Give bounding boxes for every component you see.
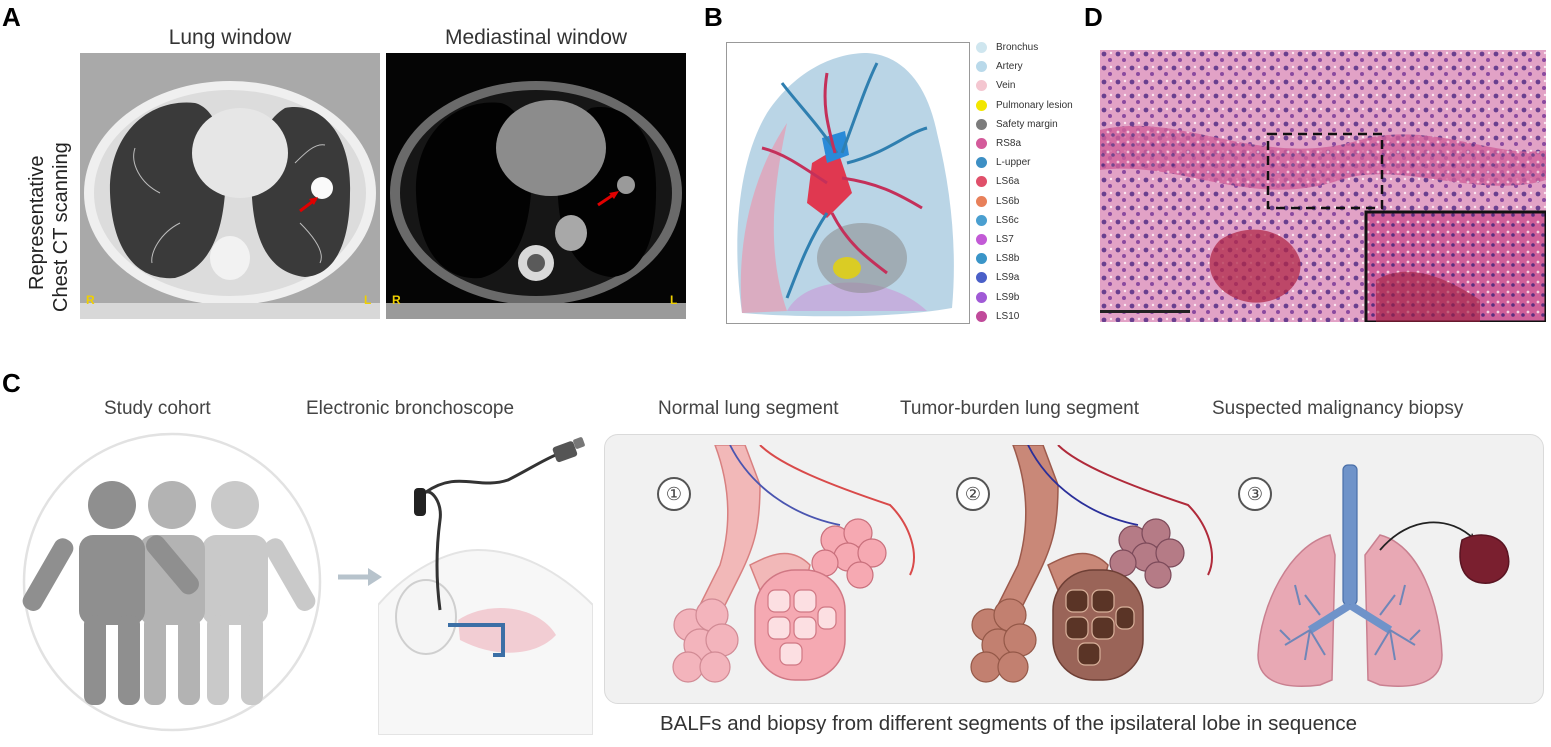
ct-side-label-line1: Representative	[26, 155, 48, 290]
legend-item: LS8b	[976, 249, 1086, 268]
legend-label: Pulmonary lesion	[996, 99, 1073, 111]
legend-item: Artery	[976, 57, 1086, 76]
legend-label: Artery	[996, 61, 1023, 73]
legend-item: L-upper	[976, 153, 1086, 172]
ct-side-label: Representative Chest CT scanning	[12, 100, 72, 312]
legend-item: LS10	[976, 307, 1086, 326]
lung-window-l-marker: L	[364, 293, 372, 307]
lung-window-ct-image: R L	[80, 53, 380, 319]
cohort-people-graphic	[22, 432, 322, 732]
lung-3d-reconstruction-frame	[726, 42, 970, 324]
legend-item: LS9a	[976, 268, 1086, 287]
tumor-segment-label: Tumor-burden lung segment	[900, 398, 1140, 419]
mediastinal-window-ct-image: R L	[386, 53, 686, 319]
normal-segment-illustration	[660, 445, 930, 695]
legend-label: Vein	[996, 80, 1016, 92]
legend-item: Pulmonary lesion	[976, 96, 1086, 115]
bronchoscope-label: Electronic bronchoscope	[306, 398, 515, 419]
legend-color-swatch	[976, 214, 987, 226]
legend-color-swatch	[976, 138, 987, 150]
ct-side-label-line2: Chest CT scanning	[50, 142, 72, 312]
legend-label: LS10	[996, 310, 1020, 322]
panel-c-caption: BALFs and biopsy from different segments…	[660, 712, 1358, 735]
legend-color-swatch	[976, 61, 987, 73]
biopsy-label: Suspected malignancy biopsy	[1212, 398, 1464, 419]
lung-window-title: Lung window	[168, 26, 292, 49]
bronchoscope-illustration	[378, 430, 593, 735]
legend-color-swatch	[976, 195, 987, 207]
tumor-segment-illustration	[958, 445, 1228, 695]
panel-label-c: C	[2, 368, 21, 398]
histology-graphic	[1100, 50, 1546, 322]
legend-color-swatch	[976, 272, 987, 284]
normal-segment-label: Normal lung segment	[658, 398, 839, 419]
legend-label: LS9a	[996, 272, 1020, 284]
mediastinal-window-l-marker: L	[670, 293, 678, 307]
mediastinal-window-ct-graphic	[386, 53, 686, 319]
legend-label: LS9b	[996, 291, 1020, 303]
study-cohort-label: Study cohort	[104, 398, 211, 419]
lung-window-r-marker: R	[86, 293, 95, 307]
panel-label-a: A	[2, 2, 21, 32]
normal-alveoli-graphic	[672, 445, 915, 683]
step-2-marker: ②	[956, 477, 990, 511]
step-3-marker: ③	[1238, 477, 1272, 511]
legend-item: LS9b	[976, 287, 1086, 306]
legend-color-swatch	[976, 253, 987, 265]
lung-3d-reconstruction-graphic	[737, 53, 954, 317]
histology-image	[1100, 50, 1546, 322]
legend-item: RS8a	[976, 134, 1086, 153]
legend-item: LS6a	[976, 172, 1086, 191]
legend-item: Vein	[976, 76, 1086, 95]
lung-window-ct-graphic	[80, 53, 380, 319]
legend-color-swatch	[976, 80, 987, 92]
flow-arrow-graphic	[338, 568, 382, 586]
mediastinal-window-r-marker: R	[392, 293, 401, 307]
flow-arrow-icon	[336, 566, 384, 588]
bronchoscope-graphic	[378, 437, 593, 735]
mediastinal-window-title: Mediastinal window	[444, 26, 628, 49]
legend-color-swatch	[976, 99, 987, 111]
legend-label: Safety margin	[996, 118, 1058, 130]
step-1-marker: ①	[657, 477, 691, 511]
legend-item: LS7	[976, 230, 1086, 249]
legend-color-swatch	[976, 157, 987, 169]
legend-color-swatch	[976, 176, 987, 188]
legend-item: LS6c	[976, 211, 1086, 230]
legend-color-swatch	[976, 310, 987, 322]
legend-label: LS6a	[996, 176, 1020, 188]
legend-label: LS6b	[996, 195, 1020, 207]
legend-color-swatch	[976, 233, 987, 245]
study-cohort-illustration	[20, 430, 325, 735]
legend-label: RS8a	[996, 138, 1022, 150]
legend-item: Safety margin	[976, 115, 1086, 134]
tumor-alveoli-graphic	[970, 445, 1213, 683]
legend-item: LS6b	[976, 192, 1086, 211]
legend-color-swatch	[976, 118, 987, 130]
biopsy-illustration	[1250, 455, 1520, 695]
panel-label-d: D	[1084, 2, 1103, 32]
panel-label-b: B	[704, 2, 723, 32]
legend-label: Bronchus	[996, 42, 1039, 54]
legend-label: LS6c	[996, 214, 1019, 226]
legend-color-swatch	[976, 291, 987, 303]
legend-label: LS7	[996, 233, 1014, 245]
legend-label: LS8b	[996, 253, 1020, 265]
biopsy-lungs-graphic	[1257, 464, 1510, 687]
legend-item: Bronchus	[976, 38, 1086, 57]
legend-color-swatch	[976, 42, 987, 54]
legend-label: L-upper	[996, 157, 1031, 169]
